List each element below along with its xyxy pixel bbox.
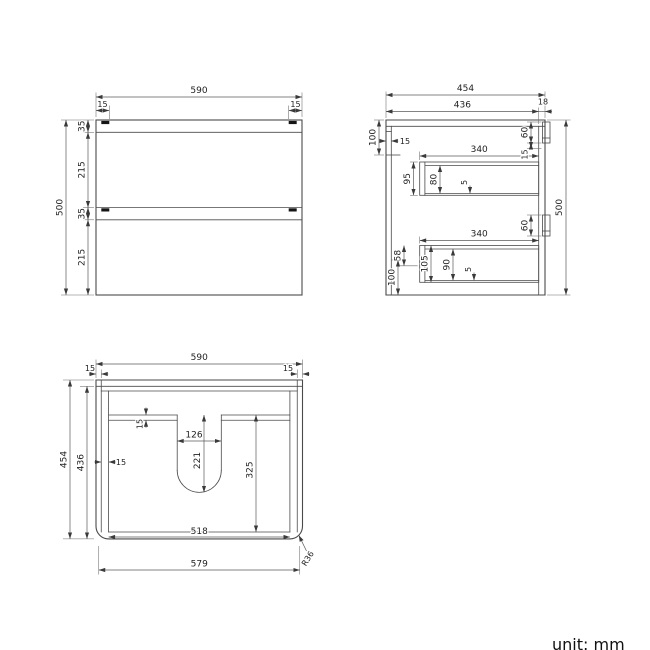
plan-interior-width-label: 518: [191, 527, 208, 537]
clip-mark: [101, 120, 110, 125]
side-bracket-mid-label: 60: [520, 220, 530, 232]
plan-inner-depth-label: 436: [76, 454, 86, 471]
clip-mark: [288, 208, 297, 212]
side-back-offset-label: 18: [538, 98, 548, 107]
side-drawer1-outer-h-label: 95: [403, 173, 413, 184]
plan-corner-radius-label: R36: [300, 550, 316, 568]
side-front-top-label: 100: [368, 129, 378, 146]
side-inner-depth-label: 436: [454, 101, 471, 111]
clip-mark: [101, 208, 110, 212]
plan-depth-dim-label: 454: [59, 451, 69, 468]
clip-mark: [288, 120, 297, 125]
front-view-geometry: [95, 119, 303, 296]
plan-interior-depth-label: 325: [245, 461, 255, 478]
front-height-dim-label: 500: [55, 199, 65, 216]
plan-view-dimensions: 590 15 15 454 436 15 126 221 15 325: [58, 352, 317, 575]
plan-view: 590 15 15 454 436 15 126 221 15 325: [58, 352, 317, 575]
front-seg4-label: 215: [77, 249, 87, 266]
plan-width-dim-label: 590: [191, 353, 208, 363]
side-drawer2-base-label: 5: [464, 267, 473, 272]
plan-rail-gap-label: 15: [135, 419, 144, 429]
plan-view-geometry: [95, 379, 304, 540]
side-front-panel-label: 15: [400, 137, 410, 146]
side-bracket-gap-label: 15: [520, 149, 529, 159]
side-drawer2-gap-label: 58: [393, 250, 403, 262]
front-offset-right-label: 15: [290, 100, 300, 109]
front-width-dim-label: 590: [190, 86, 207, 96]
front-seg1-label: 35: [77, 120, 87, 131]
plan-offset-right-label: 15: [283, 364, 293, 373]
plan-front-width-label: 579: [191, 559, 208, 569]
side-view-geometry: [385, 119, 551, 296]
front-seg2-label: 215: [77, 161, 87, 178]
side-drawer2-inner-h-label: 90: [442, 259, 452, 271]
side-depth-dim-label: 454: [457, 84, 474, 94]
wall-bracket-top: [542, 121, 551, 144]
side-drawer2-depth-label: 340: [471, 230, 488, 240]
side-drawer1-inner-h-label: 80: [429, 174, 439, 186]
plan-wall-thick-label: 15: [116, 458, 126, 467]
side-view-dimensions: 454 436 18 100 15 340 95 80 5 60 15: [367, 83, 571, 296]
wall-bracket-mid: [542, 214, 551, 237]
side-drawer2-outer-h-label: 105: [420, 255, 430, 272]
plan-offset-left-label: 15: [85, 364, 95, 373]
side-height-dim-label: 500: [555, 199, 565, 216]
plan-cutout-width-label: 126: [185, 430, 202, 440]
unit-note: unit: mm: [552, 635, 625, 650]
side-bracket-top-label: 60: [520, 127, 530, 139]
side-bottom-h-label: 100: [387, 269, 397, 286]
side-drawer1-depth-label: 340: [471, 145, 488, 155]
side-drawer1-base-label: 5: [460, 180, 469, 185]
plan-cutout-depth-label: 221: [193, 452, 203, 469]
front-offset-left-label: 15: [97, 100, 107, 109]
front-view: 590 15 15 35 215 35 215 500: [54, 85, 303, 296]
front-view-dimensions: 590 15 15 35 215 35 215 500: [54, 85, 303, 296]
side-view: 454 436 18 100 15 340 95 80 5 60 15: [367, 83, 571, 296]
front-seg3-label: 35: [77, 208, 87, 219]
